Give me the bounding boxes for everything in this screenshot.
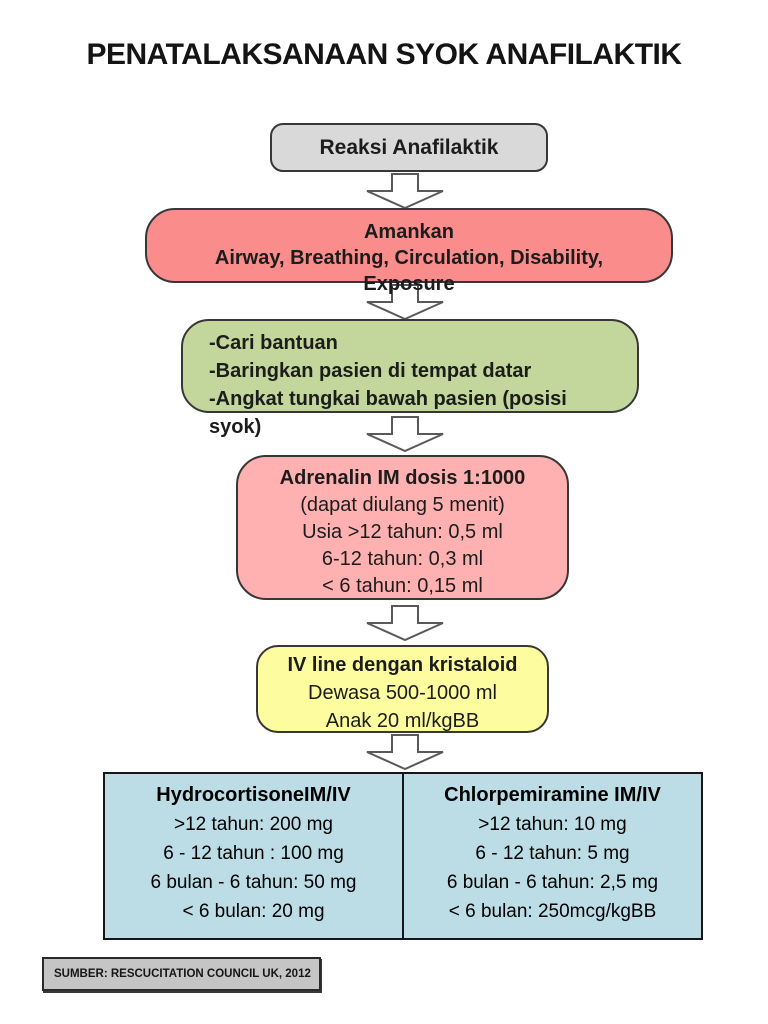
down-arrow-icon — [366, 734, 444, 770]
node-text-line: Amankan — [363, 221, 455, 243]
node-text-line: Anak 20 ml/kgBB — [325, 710, 480, 732]
node-text-line: 6-12 tahun: 0,3 ml — [321, 548, 484, 570]
flow-node-start: Reaksi Anafilaktik — [270, 123, 548, 172]
node-text-line: -Baringkan pasien di tempat datar — [209, 360, 532, 382]
node-text-line: Dewasa 500-1000 ml — [308, 682, 497, 704]
node-text-line: 6 - 12 tahun: 5 mg — [475, 843, 630, 864]
node-text-line: 6 bulan - 6 tahun: 50 mg — [150, 872, 357, 893]
flow-node-hydrocortisone: HydrocortisoneIM/IV >12 tahun: 200 mg 6 … — [103, 772, 404, 940]
node-text-line: syok) — [209, 416, 262, 438]
flow-node-secure-abcde: Amankan Airway, Breathing, Circulation, … — [145, 208, 673, 295]
node-text-line: >12 tahun: 200 mg — [174, 814, 333, 835]
node-title-line: IV line dengan kristaloid — [287, 654, 518, 676]
node-text-line: -Cari bantuan — [209, 332, 338, 354]
node-text-line: 6 bulan - 6 tahun: 2,5 mg — [446, 872, 659, 893]
node-text-line: -Angkat tungkai bawah pasien (posisi — [209, 388, 567, 410]
node-title-line: HydrocortisoneIM/IV — [156, 784, 351, 806]
node-title-line: Chlorpemiramine IM/IV — [444, 784, 661, 806]
down-arrow-icon — [366, 416, 444, 452]
source-label: SUMBER: RESCUCITATION COUNCIL UK, 2012 — [54, 968, 311, 980]
flow-node-chlorpemiramine: Chlorpemiramine IM/IV >12 tahun: 10 mg 6… — [402, 772, 703, 940]
node-text-line: < 6 tahun: 0,15 ml — [322, 575, 483, 597]
source-box: SUMBER: RESCUCITATION COUNCIL UK, 2012 — [42, 957, 321, 991]
node-title-line: Adrenalin IM dosis 1:1000 — [279, 467, 526, 489]
down-arrow-icon — [366, 605, 444, 641]
node-text-line: Exposure — [363, 273, 455, 295]
node-text-line: >12 tahun: 10 mg — [478, 814, 627, 835]
node-text-line: (dapat diulang 5 menit) — [300, 494, 505, 516]
node-text-line: Usia >12 tahun: 0,5 ml — [302, 521, 503, 543]
node-text-line: Airway, Breathing, Circulation, Disabili… — [214, 247, 604, 269]
node-text-line: 6 - 12 tahun : 100 mg — [163, 843, 344, 864]
flow-node-adrenalin: Adrenalin IM dosis 1:1000 (dapat diulang… — [236, 455, 569, 600]
down-arrow-icon — [366, 284, 444, 320]
flow-node-iv-line: IV line dengan kristaloid Dewasa 500-100… — [256, 645, 549, 733]
node-text-line: < 6 bulan: 250mcg/kgBB — [448, 901, 657, 922]
flow-node-positioning: -Cari bantuan -Baringkan pasien di tempa… — [181, 319, 639, 438]
page-title: PENATALAKSANAAN SYOK ANAFILAKTIK — [86, 38, 682, 71]
node-label: Reaksi Anafilaktik — [319, 135, 499, 159]
medication-boxes-row: HydrocortisoneIM/IV >12 tahun: 200 mg 6 … — [103, 772, 703, 940]
down-arrow-icon — [366, 173, 444, 209]
node-text-line: < 6 bulan: 20 mg — [182, 901, 325, 922]
